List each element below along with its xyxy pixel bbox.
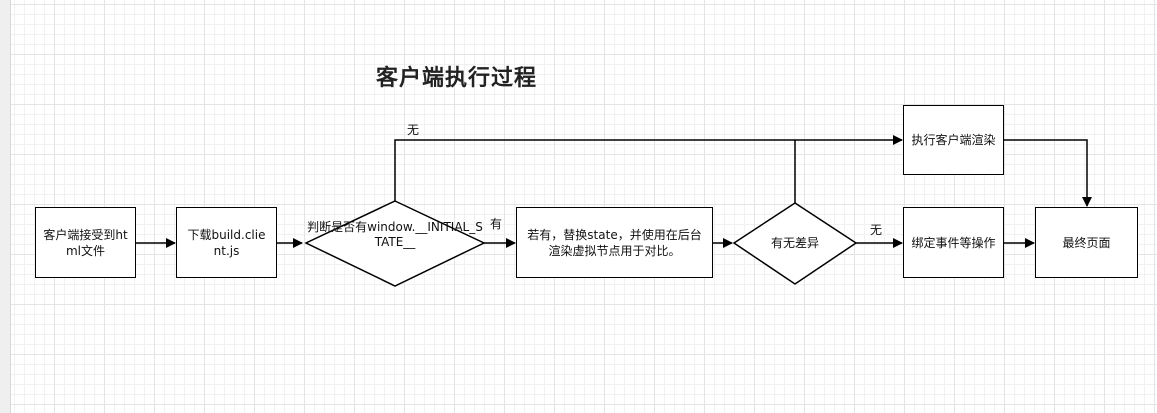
decision-diff-check-label: 有无差异 xyxy=(770,236,819,250)
edge-label-has-state: 有 xyxy=(490,217,503,231)
edge-label-no-state: 无 xyxy=(407,123,420,137)
decision-diff-check xyxy=(732,202,858,285)
node-receive-html[interactable]: 客户端接受到html文件 xyxy=(35,207,136,278)
edge-label-no-diff: 无 xyxy=(870,223,883,237)
decision-judge-state-label: 判断是否有window.__INITIAL_STATE__ xyxy=(307,220,483,249)
decision-judge-state xyxy=(304,200,486,287)
edge-client-render-to-final xyxy=(1004,139,1092,207)
node-download-bundle-label: 下载build.client.js xyxy=(187,227,266,258)
node-replace-state-label: 若有，替换state，并使用在后台渲染虚拟节点用于对比。 xyxy=(527,227,702,258)
node-bind-events-label: 绑定事件等操作 xyxy=(911,235,996,250)
node-final-page[interactable]: 最终页面 xyxy=(1035,207,1138,278)
node-download-bundle[interactable]: 下载build.client.js xyxy=(176,207,277,278)
diagram-title: 客户端执行过程 xyxy=(376,66,538,91)
node-bind-events[interactable]: 绑定事件等操作 xyxy=(903,207,1004,278)
edge-judge-to-client-render xyxy=(394,135,903,201)
node-client-render[interactable]: 执行客户端渲染 xyxy=(903,105,1004,175)
node-final-page-label: 最终页面 xyxy=(1062,235,1111,250)
node-replace-state[interactable]: 若有，替换state，并使用在后台渲染虚拟节点用于对比。 xyxy=(516,207,713,278)
canvas-left-ruler xyxy=(0,0,11,413)
node-receive-html-label: 客户端接受到html文件 xyxy=(43,227,128,258)
node-client-render-label: 执行客户端渲染 xyxy=(911,133,996,147)
